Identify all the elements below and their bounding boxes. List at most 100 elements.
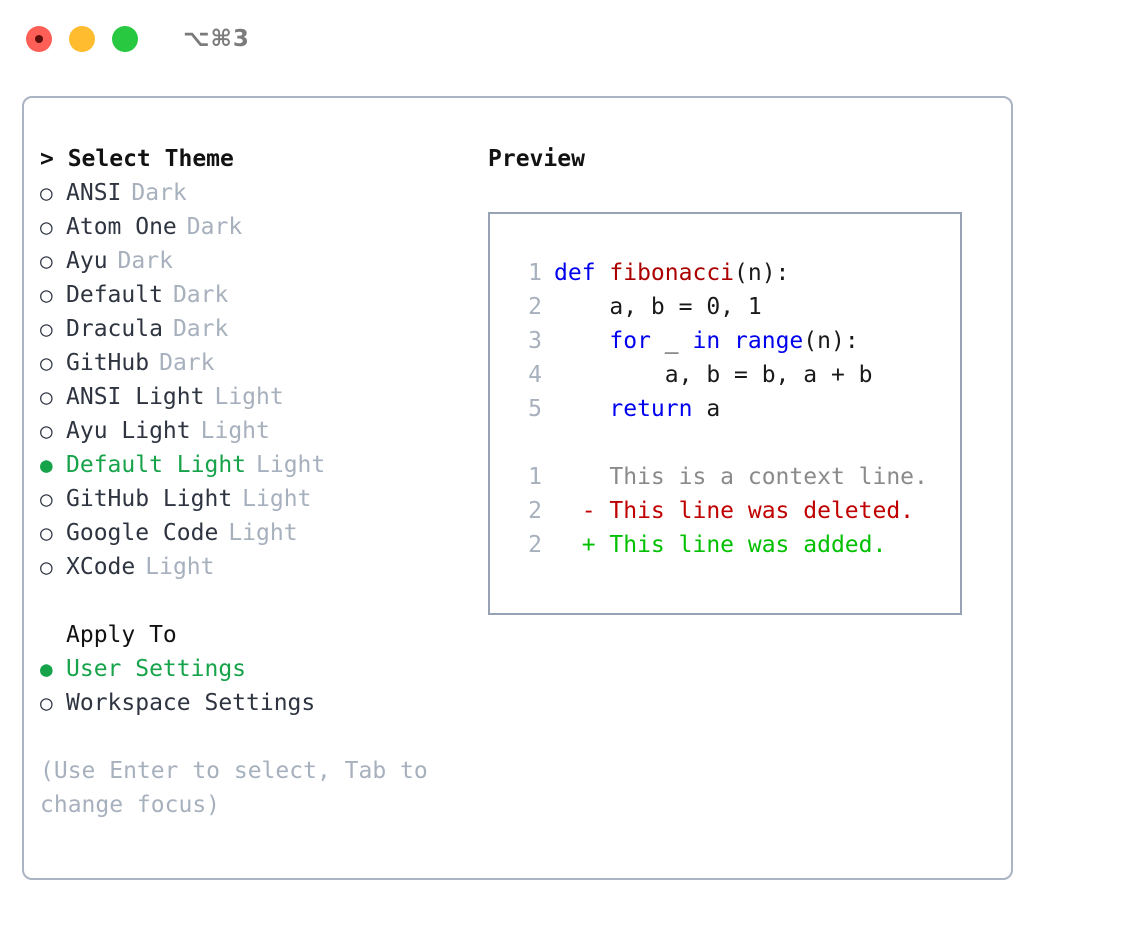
- diff-text: This line was added.: [595, 532, 887, 558]
- apply-to-option-label: Workspace Settings: [66, 690, 316, 716]
- theme-option-label: ANSI: [66, 180, 122, 206]
- window-controls: [26, 26, 138, 52]
- code-token-kw: range: [734, 328, 804, 354]
- code-token-kw: in: [692, 328, 721, 354]
- code-token-plain: a, b = b, a + b: [554, 362, 873, 388]
- code-line-number: 5: [528, 396, 542, 422]
- code-token-kw: return: [609, 396, 693, 422]
- diff-line-deleted: 2 - This line was deleted.: [504, 494, 960, 528]
- diff-marker: [554, 464, 596, 490]
- code-token-fn: fibonacci: [609, 260, 735, 286]
- theme-variant-badge: Dark: [172, 316, 229, 342]
- diff-line-text: This is a context line.: [554, 460, 928, 494]
- theme-option-ansi-light[interactable]: ○ ANSI Light Light: [40, 380, 488, 414]
- select-theme-title: > Select Theme: [40, 146, 234, 172]
- preview-gap: [504, 426, 960, 460]
- theme-option-label: Ayu: [66, 248, 108, 274]
- preview-title: Preview: [488, 146, 585, 172]
- diff-text: This line was deleted.: [595, 498, 915, 524]
- radio-unselected-icon: ○: [40, 555, 53, 579]
- diff-line-added: 2 + This line was added.: [504, 528, 960, 562]
- code-token-plain: [554, 328, 609, 354]
- theme-option-label: Ayu Light: [66, 418, 191, 444]
- code-token-kw: for: [609, 328, 651, 354]
- theme-variant-badge: Light: [214, 384, 284, 410]
- diff-line-text: + This line was added.: [554, 528, 887, 562]
- radio-unselected-icon: ○: [40, 521, 53, 545]
- diff-line-number: 2: [528, 532, 542, 558]
- apply-to-option-user-settings[interactable]: ● User Settings: [40, 652, 488, 686]
- code-token-plain: (n):: [803, 328, 859, 354]
- theme-variant-badge: Light: [242, 486, 312, 512]
- code-line: 4 a, b = b, a + b: [504, 358, 960, 392]
- code-line-text: def fibonacci(n):: [554, 256, 789, 290]
- diff-sample: 1 This is a context line.2 - This line w…: [504, 460, 960, 562]
- maximize-button[interactable]: [112, 26, 138, 52]
- diff-line-number: 1: [528, 464, 542, 490]
- diff-line-text: - This line was deleted.: [554, 494, 914, 528]
- theme-variant-badge: Dark: [159, 350, 215, 376]
- theme-option-label: ANSI Light: [66, 384, 205, 410]
- theme-variant-badge: Light: [228, 520, 298, 546]
- code-line: 2 a, b = 0, 1: [504, 290, 960, 324]
- theme-option-label: Dracula: [66, 316, 163, 342]
- code-line-text: a, b = 0, 1: [554, 290, 762, 324]
- code-token-plain: a, b = 0, 1: [554, 294, 762, 320]
- code-line-text: a, b = b, a + b: [554, 358, 873, 392]
- theme-option-label: Default Light: [66, 452, 247, 478]
- code-token-plain: [554, 396, 609, 422]
- keyboard-hint-text: (Use Enter to select, Tab to change focu…: [40, 758, 442, 818]
- theme-option-ansi[interactable]: ○ ANSI Dark: [40, 176, 488, 210]
- diff-text: This is a context line.: [595, 464, 928, 490]
- code-line-number: 3: [528, 328, 542, 354]
- code-token-kw: def: [554, 260, 610, 286]
- code-line: 5 return a: [504, 392, 960, 426]
- apply-to-heading: Apply To: [66, 622, 177, 648]
- code-token-plain: [720, 328, 734, 354]
- theme-variant-badge: Dark: [172, 282, 229, 308]
- code-line-number: 2: [528, 294, 542, 320]
- close-button[interactable]: [26, 26, 52, 52]
- diff-line-context: 1 This is a context line.: [504, 460, 960, 494]
- radio-selected-icon: ●: [40, 453, 53, 477]
- section-spacer: [40, 584, 488, 618]
- code-line-number: 1: [528, 260, 542, 286]
- theme-option-ayu[interactable]: ○ Ayu Dark: [40, 244, 488, 278]
- title-bar: ⌥⌘3: [0, 0, 1140, 78]
- theme-option-label: Default: [66, 282, 163, 308]
- apply-to-option-workspace-settings[interactable]: ○Workspace Settings: [40, 686, 488, 720]
- theme-option-label: XCode: [66, 554, 136, 580]
- code-line: 3 for _ in range(n):: [504, 324, 960, 358]
- theme-option-label: GitHub Light: [66, 486, 233, 512]
- theme-variant-badge: Dark: [186, 214, 243, 240]
- diff-line-number: 2: [528, 498, 542, 524]
- diff-marker: -: [554, 498, 596, 524]
- radio-unselected-icon: ○: [40, 385, 53, 409]
- radio-unselected-icon: ○: [40, 215, 53, 239]
- apply-to-option-label: User Settings: [66, 656, 247, 682]
- radio-unselected-icon: ○: [40, 419, 53, 443]
- diff-marker: +: [554, 532, 596, 558]
- theme-option-label: GitHub: [66, 350, 150, 376]
- radio-unselected-icon: ○: [40, 249, 53, 273]
- minimize-button[interactable]: [69, 26, 95, 52]
- radio-unselected-icon: ○: [40, 181, 53, 205]
- radio-selected-icon: ●: [40, 657, 53, 681]
- theme-variant-badge: Dark: [131, 180, 187, 206]
- theme-variant-badge: Dark: [117, 248, 173, 274]
